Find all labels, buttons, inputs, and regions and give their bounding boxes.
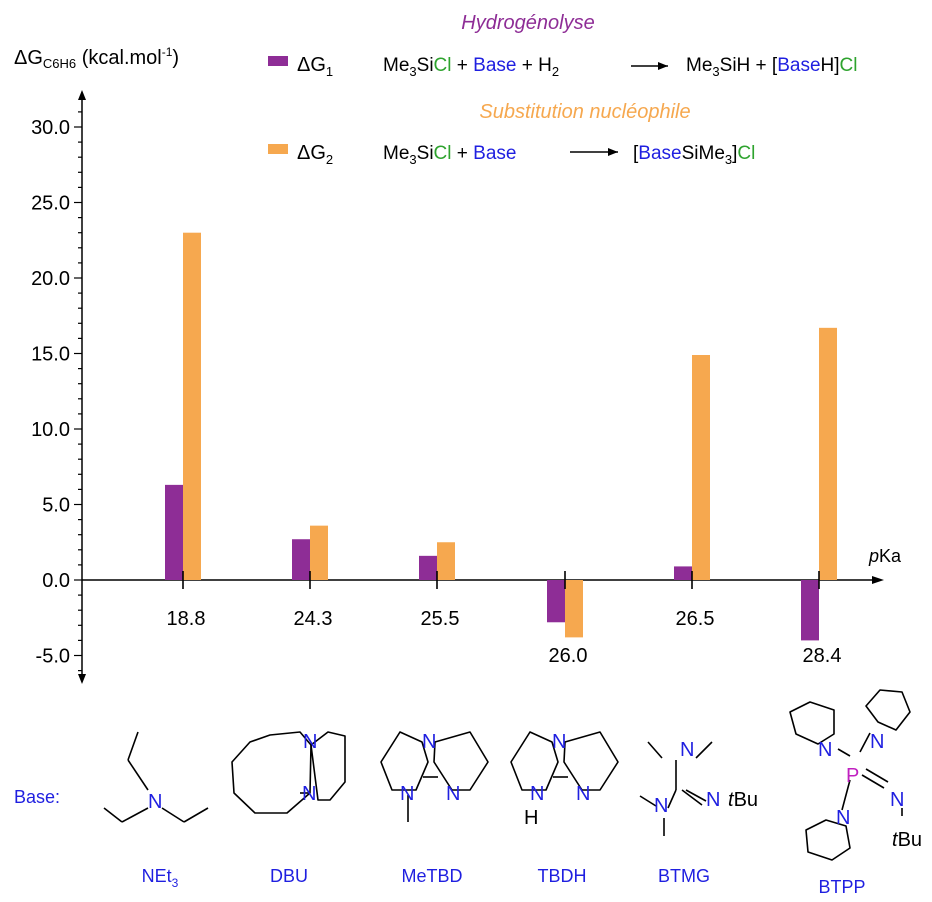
atom-n-metbd-2: N [400, 783, 414, 805]
x-tick-label: 24.3 [294, 608, 333, 630]
bar-dg1 [419, 555, 437, 580]
bar-dg2 [437, 542, 455, 580]
atom-n-btpp-2: N [870, 731, 884, 753]
y-tick-label: 5.0 [42, 495, 70, 517]
legend-title-hydrogenolysis: Hydrogénolyse [461, 12, 594, 34]
atom-n-btpp-4: N [890, 789, 904, 811]
base-name-metbd: MeTBD [401, 866, 462, 886]
atom-n-metbd-3: N [446, 783, 460, 805]
atom-n-dbu-1: N [303, 731, 317, 753]
atom-n-dbu-2: N [302, 783, 316, 805]
legend-equation-2-products: [BaseSiMe3]Cl [633, 143, 755, 167]
atom-n-metbd-1: N [422, 731, 436, 753]
x-axis-label: pKa [868, 546, 902, 566]
atom-n-tbdh-1: N [552, 731, 566, 753]
y-tick-label: 15.0 [31, 344, 70, 366]
bar-dg1 [165, 484, 183, 580]
tbu-btpp: tBu [892, 829, 922, 851]
y-axis-arrow-up [78, 90, 86, 100]
bar-dg1 [801, 580, 819, 641]
y-tick-label: 30.0 [31, 117, 70, 139]
base-name-tbdh: TBDH [538, 866, 587, 886]
legend-equation-2: Me3SiCl + Base [383, 143, 516, 167]
bar-dg2 [310, 525, 328, 580]
atom-p-btpp: P [846, 765, 859, 787]
base-name-btmg: BTMG [658, 866, 710, 886]
molecule-structures [103, 689, 911, 861]
x-axis-arrow [872, 576, 884, 584]
plot-area: 30.0 25.0 20.0 15.0 10.0 5.0 0.0 -5.0 18.8 24.3 25… [31, 90, 884, 684]
structure-atom-labels: N N N N N N N N N N N N N N N N [148, 731, 904, 829]
base-name-btpp: BTPP [818, 877, 865, 897]
atom-h-tbdh: H [524, 807, 538, 829]
bar-dg1 [674, 566, 692, 580]
bar-dg1 [292, 539, 310, 580]
legend-title-substitution: Substitution nucléophile [479, 101, 690, 123]
y-tick-label: -5.0 [36, 646, 70, 668]
base-label: Base: [14, 787, 60, 807]
x-tick-label: 18.8 [167, 608, 206, 630]
atom-n-btmg-1: N [680, 739, 694, 761]
reaction-arrowhead-2 [608, 148, 618, 156]
y-tick-label: 20.0 [31, 268, 70, 290]
base-names: NEt3 DBU MeTBD TBDH BTMG BTPP [142, 866, 866, 897]
atom-n-tbdh-2: N [530, 783, 544, 805]
structure-net3 [103, 731, 209, 823]
legend-equation-1-products: Me3SiH + [BaseH]Cl [686, 55, 857, 79]
bar-dg1 [547, 580, 565, 623]
atom-n-btmg-2: N [654, 795, 668, 817]
atom-n-btpp-1: N [818, 739, 832, 761]
y-tick-label: 10.0 [31, 419, 70, 441]
legend-swatch-dg2 [268, 144, 288, 154]
y-tick-label: 25.0 [31, 193, 70, 215]
bar-dg2 [565, 580, 583, 638]
legend-label-dg2: ΔG2 [297, 142, 333, 167]
atom-n-btmg-3: N [706, 789, 720, 811]
x-tick-label: 25.5 [421, 608, 460, 630]
bar-dg2 [819, 327, 837, 580]
y-axis-arrow-down [78, 674, 86, 684]
x-tick-label: 28.4 [803, 645, 842, 667]
structure-tbdh [510, 731, 619, 791]
legend-swatch-dg1 [268, 56, 288, 66]
atom-n-net3: N [148, 791, 162, 813]
x-tick-label: 26.5 [676, 608, 715, 630]
tbu-btmg: tBu [728, 789, 758, 811]
legend-equation-1: Me3SiCl + Base + H2 [383, 55, 559, 79]
legend-label-dg1: ΔG1 [297, 54, 333, 79]
atom-n-btpp-3: N [836, 807, 850, 829]
atom-n-tbdh-3: N [576, 783, 590, 805]
bar-dg2 [183, 232, 201, 580]
structure-metbd [380, 731, 489, 822]
bar-dg2 [692, 355, 710, 580]
base-name-dbu: DBU [270, 866, 308, 886]
base-name-net3: NEt3 [142, 866, 179, 890]
structure-dbu [231, 731, 346, 814]
x-tick-label: 26.0 [549, 645, 588, 667]
reaction-arrowhead-1 [658, 62, 668, 70]
y-axis-label: ΔGC6H6 (kcal.mol-1) [14, 45, 179, 71]
structure-btmg [639, 741, 713, 836]
y-tick-label: 0.0 [42, 570, 70, 592]
structure-btpp [789, 689, 911, 861]
